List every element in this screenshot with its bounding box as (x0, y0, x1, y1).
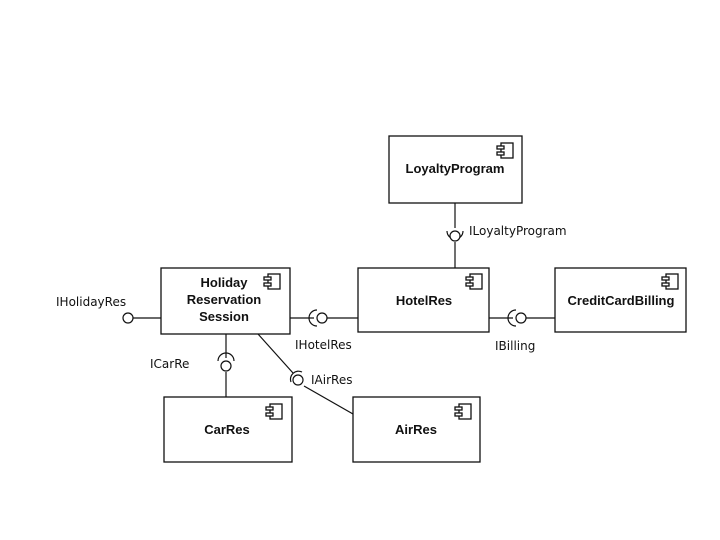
iface-iloyaltyprogram-symbol (446, 230, 464, 242)
component-label: CarRes (204, 422, 250, 437)
iface-ihotelres-symbol (308, 309, 328, 327)
component-airres[interactable]: AirRes (352, 396, 481, 463)
iface-label-iholidayres: IHolidayRes (56, 295, 126, 309)
uml-component-icon (454, 403, 472, 420)
iface-label-iloyaltyprogram: ILoyaltyProgram (469, 224, 567, 238)
iface-label-iairres: IAirRes (311, 373, 352, 387)
component-label: HotelRes (396, 293, 452, 308)
component-label: LoyaltyProgram (406, 161, 505, 176)
uml-component-icon (496, 142, 514, 159)
component-hotelres[interactable]: HotelRes (357, 267, 490, 333)
uml-component-icon (265, 403, 283, 420)
iface-iholidayres-symbol (122, 312, 134, 324)
uml-component-icon (465, 273, 483, 290)
iface-label-ibilling: IBilling (495, 339, 535, 353)
iface-ibilling-symbol (507, 309, 527, 327)
iface-iairres-symbol (289, 370, 304, 386)
connector-iairres-air (303, 385, 354, 415)
component-label-line-2: Reservation (187, 292, 261, 307)
connector-holiday-iairres (257, 333, 294, 374)
component-creditcardbilling[interactable]: CreditCardBilling (554, 267, 687, 333)
iface-icarre-symbol (217, 352, 235, 372)
component-label-line-1: Holiday (201, 275, 249, 290)
iface-label-ihotelres: IHotelRes (295, 338, 352, 352)
component-label: AirRes (395, 422, 437, 437)
iface-label-icarre: ICarRe (150, 357, 189, 371)
component-label: CreditCardBilling (568, 293, 675, 308)
uml-component-icon (661, 273, 679, 290)
component-carres[interactable]: CarRes (163, 396, 293, 463)
component-holiday-reservation-session[interactable]: Holiday Reservation Session (160, 267, 291, 335)
component-loyaltyprogram[interactable]: LoyaltyProgram (388, 135, 523, 204)
component-label-line-3: Session (199, 309, 249, 324)
uml-component-icon (263, 273, 281, 290)
